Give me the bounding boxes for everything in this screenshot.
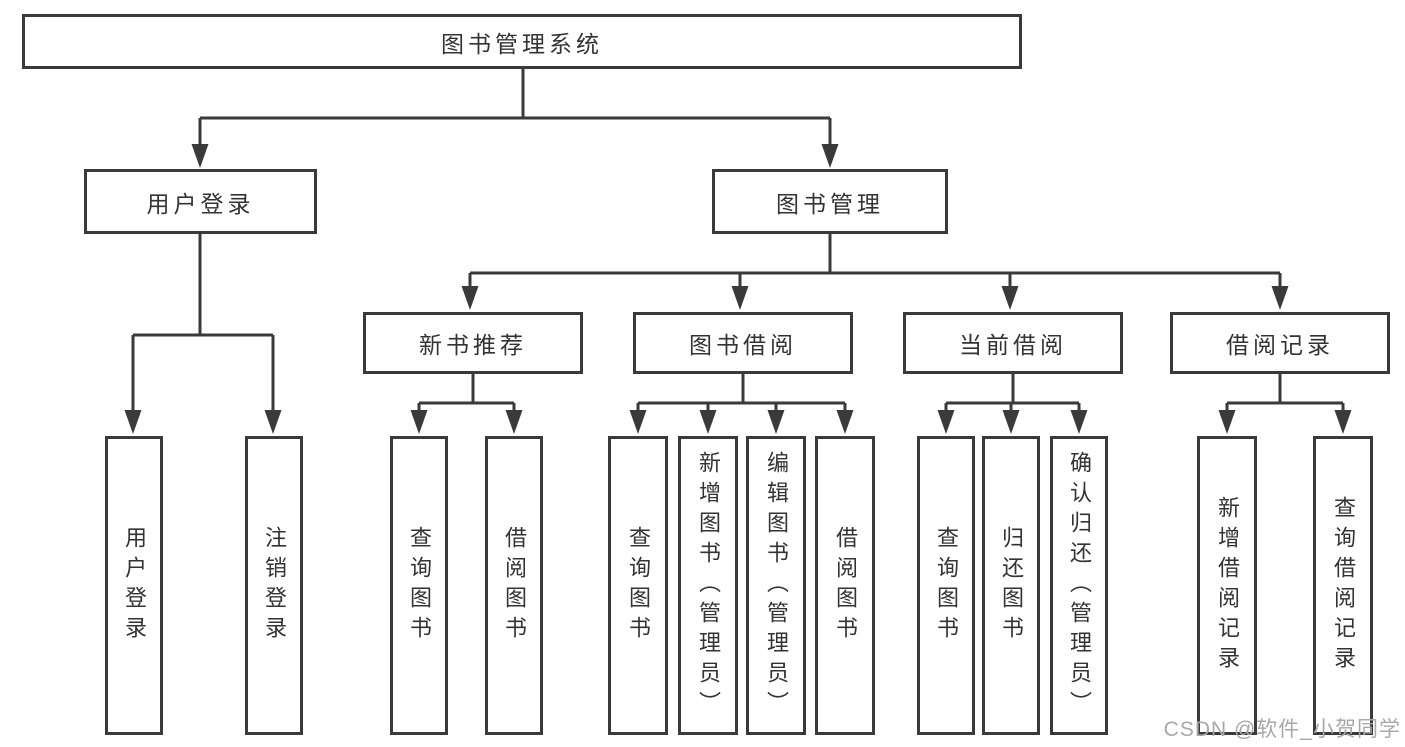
leaf-query-books-current: 查询图书 (917, 436, 975, 735)
node-library-management-system: 图书管理系统 (22, 14, 1022, 69)
leaf-return-books: 归还图书 (982, 436, 1040, 735)
leaf-query-books-borrowing: 查询图书 (608, 436, 668, 735)
node-book-borrowing: 图书借阅 (633, 312, 853, 374)
leaf-query-books-recommend: 查询图书 (390, 436, 448, 735)
leaf-logout: 注销登录 (245, 436, 303, 735)
leaf-query-borrow-record: 查询借阅记录 (1313, 436, 1373, 735)
leaf-add-borrow-record: 新增借阅记录 (1197, 436, 1257, 735)
leaf-add-book-admin: 新增图书（管理员） (678, 436, 738, 735)
leaf-confirm-return-admin: 确认归还（管理员） (1050, 436, 1108, 735)
node-user-login: 用户登录 (84, 169, 317, 234)
leaf-borrow-books-borrowing: 借阅图书 (815, 436, 875, 735)
node-borrowing-records: 借阅记录 (1170, 312, 1390, 374)
leaf-user-login: 用户登录 (105, 436, 163, 735)
node-new-book-recommend: 新书推荐 (363, 312, 583, 374)
leaf-borrow-books-recommend: 借阅图书 (485, 436, 543, 735)
leaf-edit-book-admin: 编辑图书（管理员） (746, 436, 806, 735)
node-book-management: 图书管理 (712, 169, 948, 234)
node-current-borrowing: 当前借阅 (903, 312, 1123, 374)
watermark: CSDN @软件_小贺同学 (1163, 718, 1401, 741)
